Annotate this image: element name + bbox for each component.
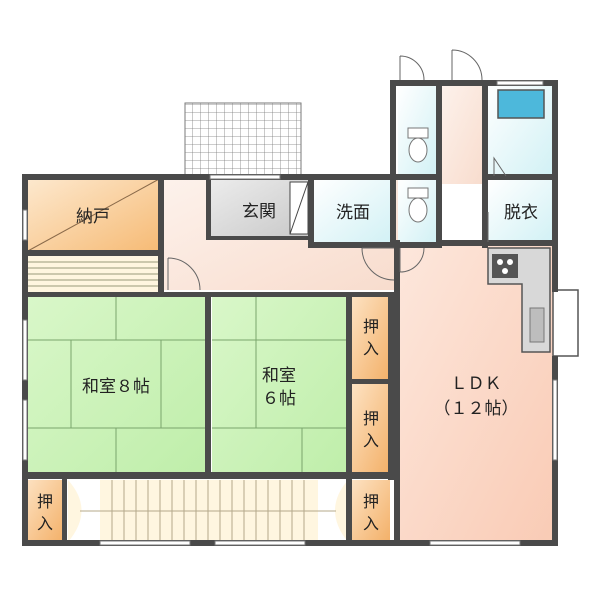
japanese-room-6	[212, 296, 348, 472]
changing-room-label: 脱衣	[504, 203, 538, 223]
japanese-room-6-label-line2: ６帖	[262, 389, 296, 409]
japanese-room-8-label: 和室８帖	[82, 377, 150, 397]
changing-room	[488, 180, 553, 242]
ldk-label-line1: ＬＤＫ	[451, 374, 502, 394]
sink-icon	[529, 307, 545, 343]
closet-lower-left-label-2: 入	[37, 514, 53, 533]
bathtub	[497, 89, 545, 119]
windows	[22, 80, 558, 546]
closet-lower-right-label-2: 入	[363, 514, 379, 533]
door-swings	[167, 49, 507, 291]
closet-middle-label-2: 入	[363, 431, 379, 450]
closet-upper-label-1: 押	[363, 317, 379, 336]
closet-middle-label-1: 押	[363, 409, 379, 428]
closet-middle	[352, 384, 390, 472]
entrance-label: 玄関	[242, 202, 276, 222]
stairs-strip	[26, 256, 161, 292]
closet-lower-right	[352, 480, 390, 542]
closet-lower-left	[26, 480, 64, 542]
corridor-upper	[440, 84, 485, 184]
entrance-deck	[184, 102, 302, 176]
ldk-label-line2: （１２帖）	[434, 399, 519, 419]
japanese-room-6-label-line1: 和室	[262, 366, 296, 386]
toilet-icon	[407, 127, 429, 223]
bay-window	[552, 289, 579, 357]
washroom	[312, 180, 392, 242]
closet-lower-right-label-1: 押	[363, 492, 379, 511]
closet-lower-left-label-1: 押	[37, 492, 53, 511]
closet-upper	[352, 296, 390, 380]
closet-upper-label-2: 入	[363, 339, 379, 358]
veranda	[68, 480, 348, 542]
washroom-label: 洗面	[336, 203, 370, 223]
storage-diagonal	[25, 177, 162, 253]
stove-icon	[492, 254, 518, 278]
japanese-room-8	[26, 296, 206, 472]
storage-room-label: 納戸	[76, 207, 110, 227]
